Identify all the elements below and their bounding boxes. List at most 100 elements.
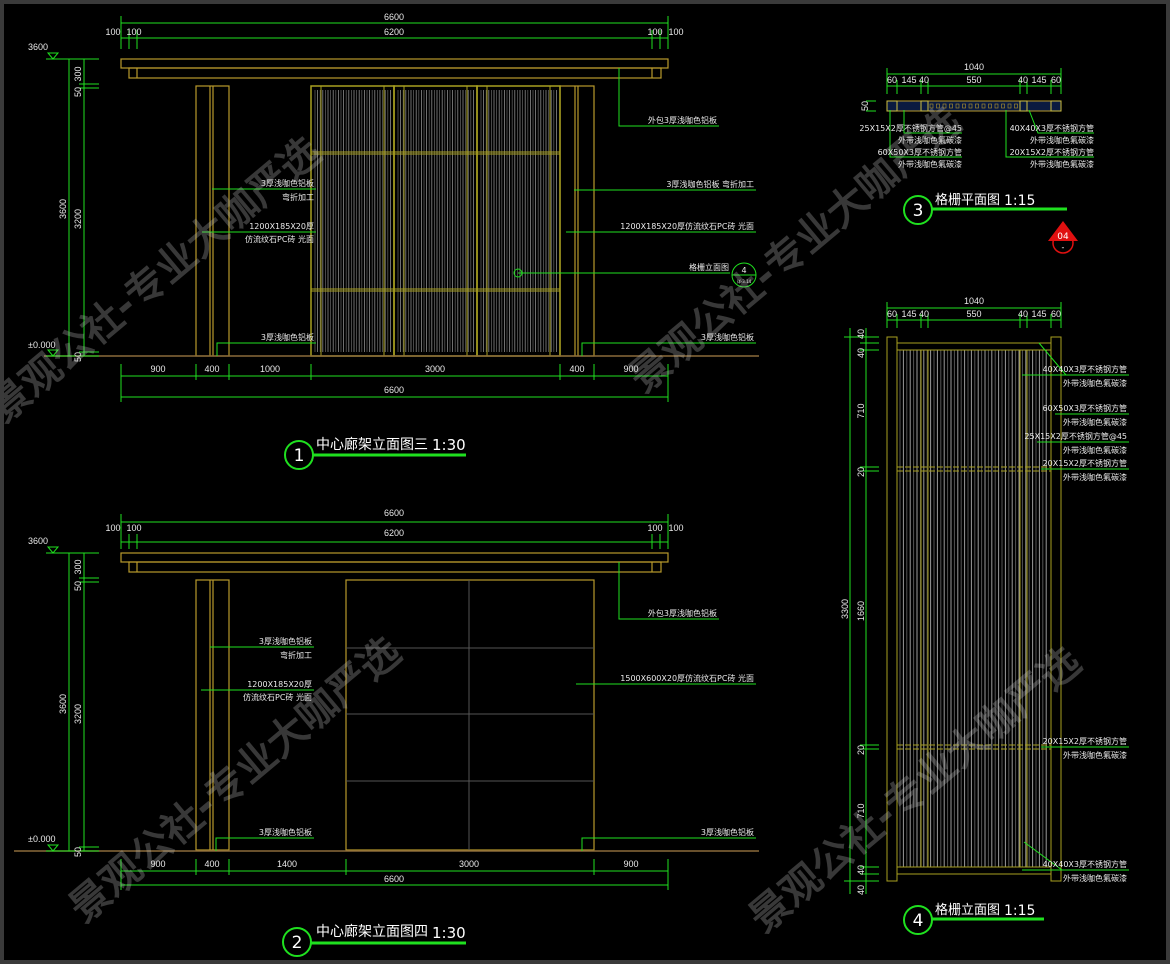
label-pc-brick-finish: 仿流纹石PC砖 光面 xyxy=(243,692,312,702)
label-right-4: 外带浅咖色氟碳漆 xyxy=(1030,159,1094,169)
dim-top-b: 50 xyxy=(73,581,83,591)
dim-segment: 60 xyxy=(887,309,897,319)
material-label: 40X40X3厚不锈钢方管 xyxy=(1043,364,1127,374)
finish-label: 外带浅咖色氟碳漆 xyxy=(1063,445,1127,455)
drawing-title: 格栅平面图 xyxy=(935,192,1000,208)
label-stone-panel: 1500X600X20厚仿流纹石PC砖 光面 xyxy=(620,673,754,683)
dim-segment: 550 xyxy=(966,75,981,85)
label-right-2: 外带浅咖色氟碳漆 xyxy=(1030,135,1094,145)
grille-panel-frame xyxy=(476,85,561,357)
dim-mid-height: 3200 xyxy=(73,704,83,724)
label-pc-brick: 1200X185X20厚 xyxy=(247,680,312,689)
dim-bottom-5: 900 xyxy=(623,859,638,869)
dim-total-height: 3600 xyxy=(58,694,68,714)
elevation-drawing-1: 6600 6200 100 100 100 100 3600 ±0.000 36… xyxy=(28,12,759,470)
label-clad-aluminum: 外包3厚浅咖色铝板 xyxy=(648,115,717,125)
dim-bottom-3: 1400 xyxy=(277,859,297,869)
tube-section xyxy=(886,100,898,112)
label-left-1: 25X15X2厚不锈钢方管@45 xyxy=(859,123,962,133)
dim-bottom-2: 400 xyxy=(204,364,219,374)
dim-right-a: 100 xyxy=(647,27,662,37)
drawing-title: 中心廊架立面图三 xyxy=(316,436,428,453)
slat-section xyxy=(936,103,940,109)
dim-segment: 145 xyxy=(901,75,916,85)
dim-vertical-segment: 710 xyxy=(856,403,866,418)
label-right-1: 40X40X3厚不锈钢方管 xyxy=(1010,123,1094,133)
dim-right-b: 100 xyxy=(668,523,683,533)
drawing-scale: 1:30 xyxy=(432,436,466,454)
dim-bottom-1: 900 xyxy=(150,364,165,374)
label-left-3: 60X50X3厚不锈钢方管 xyxy=(878,147,962,157)
top-dimension-lines xyxy=(120,514,669,549)
drawing-number: 4 xyxy=(913,911,924,931)
grille-panel xyxy=(310,85,561,357)
label-aluminum-base-right: 3厚浅咖色铝板 xyxy=(701,332,754,342)
dim-bottom-4: 3000 xyxy=(425,364,445,374)
label-clad-aluminum: 外包3厚浅咖色铝板 xyxy=(648,608,717,618)
vertical-dimension-lines xyxy=(844,328,879,894)
label-aluminum-base: 3厚浅咖色铝板 xyxy=(259,827,312,837)
finish-label: 外带浅咖色氟碳漆 xyxy=(1063,750,1127,760)
dim-segment: 145 xyxy=(1031,75,1046,85)
dim-bottom-total: 6600 xyxy=(384,874,404,884)
drawing-number: 3 xyxy=(913,201,924,221)
tube-section xyxy=(920,100,929,112)
label-bend: 弯折加工 xyxy=(282,192,314,202)
leader-lines xyxy=(889,109,1094,158)
section-marker[interactable]: 04 - xyxy=(1048,221,1078,254)
dim-left-b: 100 xyxy=(126,523,141,533)
cad-sheet: 6600 6200 100 100 100 100 3600 ±0.000 3 6… xyxy=(4,12,1129,957)
dim-left-a: 100 xyxy=(105,523,120,533)
dim-vertical-segment: 710 xyxy=(856,803,866,818)
dim-bottom-4: 3000 xyxy=(459,859,479,869)
slat-section xyxy=(929,103,934,109)
slat-section xyxy=(962,103,966,109)
slat-section xyxy=(1014,103,1018,109)
dim-overall: 6600 xyxy=(384,508,404,518)
watermark-text: 景观公社-专业大咖严选 xyxy=(61,629,410,932)
dim-segment: 40 xyxy=(1018,309,1028,319)
dim-inner: 6200 xyxy=(384,27,404,37)
material-label: 40X40X3厚不锈钢方管 xyxy=(1043,859,1127,869)
dim-bottom-6: 900 xyxy=(623,364,638,374)
dim-right-a: 100 xyxy=(647,523,662,533)
bottom-dimension-lines xyxy=(120,364,669,402)
label-left-2: 外带浅咖色氟碳漆 xyxy=(898,135,962,145)
dim-segment: 40 xyxy=(919,309,929,319)
drawing-scale: 1:30 xyxy=(432,924,466,942)
stone-panel-joints xyxy=(346,580,594,850)
dim-vertical-segment: 40 xyxy=(856,885,866,895)
dim-vertical-segment: 1660 xyxy=(856,601,866,621)
drawing-title: 格栅立面图 xyxy=(935,902,1000,918)
slat-section xyxy=(975,103,979,109)
label-aluminum-panel: 3厚浅咖色铝板 xyxy=(261,178,314,188)
slat-section xyxy=(955,103,960,109)
dim-bottom-1: 900 xyxy=(150,859,165,869)
dim-bottom: 50 xyxy=(73,352,83,362)
grille-frame xyxy=(886,336,1062,882)
dim-segment: 145 xyxy=(901,309,916,319)
dim-segment: 550 xyxy=(966,309,981,319)
detail-ref-sheet: 详-3.14 xyxy=(737,278,752,284)
detail-ref-number[interactable]: 4 xyxy=(741,266,746,275)
dim-vertical-segment: 20 xyxy=(856,467,866,477)
dim-segment: 60 xyxy=(1051,309,1061,319)
slat-section xyxy=(994,103,999,109)
bottom-dimension-lines xyxy=(120,859,669,890)
dim-vertical-segment: 40 xyxy=(856,329,866,339)
drawing-scale: 1:15 xyxy=(1004,903,1035,919)
slat-section xyxy=(1007,103,1012,109)
slat-section xyxy=(942,103,947,109)
label-pc-brick: 1200X185X20厚 xyxy=(249,222,314,231)
dim-vertical-segment: 40 xyxy=(856,348,866,358)
dim-depth: 50 xyxy=(860,101,870,111)
dim-total-height: 3300 xyxy=(840,599,850,619)
elevation-ground: ±0.000 xyxy=(28,834,55,844)
section-marker-sub: - xyxy=(1062,243,1065,252)
drawing-scale: 1:15 xyxy=(1004,193,1035,209)
elevation-drawing-2: 6600 6200 100 100 100 100 3600 ±0.000 36… xyxy=(14,508,759,957)
dim-segment: 145 xyxy=(1031,309,1046,319)
finish-label: 外带浅咖色氟碳漆 xyxy=(1063,873,1127,883)
